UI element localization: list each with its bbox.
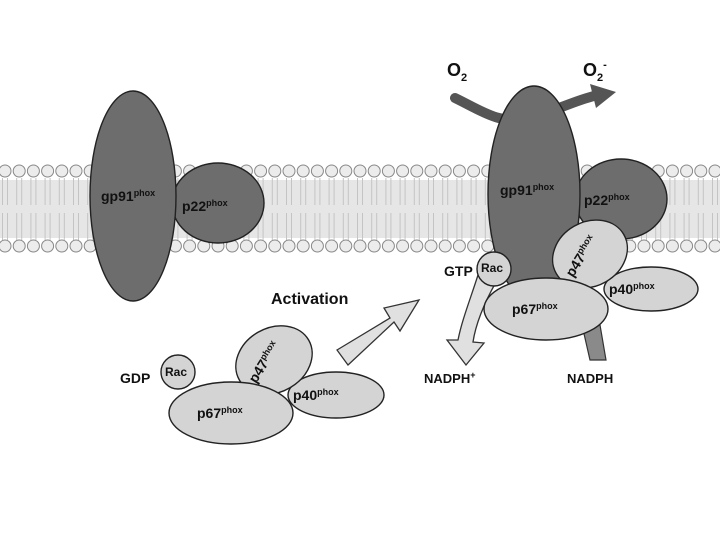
gp91-label-left: gp91phox bbox=[101, 188, 155, 204]
p67-phox-right bbox=[483, 277, 609, 341]
o2-label: O2 bbox=[447, 60, 467, 84]
nadph-label: NADPH bbox=[567, 371, 613, 386]
lipid-head bbox=[396, 164, 410, 178]
p40-label-right: p40phox bbox=[609, 281, 655, 297]
lipid-head bbox=[325, 239, 339, 253]
gtp-label: GTP bbox=[444, 263, 473, 279]
lipid-head bbox=[55, 239, 69, 253]
gp91-label-right: gp91phox bbox=[500, 182, 554, 198]
lipid-head bbox=[438, 164, 452, 178]
lipid-head bbox=[41, 239, 55, 253]
rac-gdp-bound bbox=[160, 354, 196, 390]
p40-phox-cytosolic bbox=[287, 371, 385, 419]
superoxide-label: O2- bbox=[583, 59, 607, 84]
activation-arrow: Activation bbox=[271, 291, 421, 366]
lipid-head bbox=[310, 164, 324, 178]
lipid-head bbox=[310, 239, 324, 253]
lipid-head bbox=[0, 164, 12, 178]
lipid-head bbox=[680, 164, 694, 178]
active-complex: gp91phox p22phox GTP Rac p47phox p67phox… bbox=[424, 59, 699, 386]
p40-label-cytosolic: p40phox bbox=[293, 387, 339, 403]
lipid-head bbox=[410, 164, 424, 178]
lipid-head bbox=[396, 239, 410, 253]
cytosolic-complex: GDP Rac p47phox p67phox p40phox bbox=[120, 325, 385, 445]
p22-label-left: p22phox bbox=[182, 198, 228, 214]
p67-label-cytosolic: p67phox bbox=[197, 405, 243, 421]
lipid-head bbox=[637, 239, 651, 253]
lipid-head bbox=[282, 164, 296, 178]
lipid-head bbox=[694, 239, 708, 253]
lipid-head bbox=[708, 239, 720, 253]
inactive-membrane-complex: gp91phox p22phox bbox=[89, 90, 265, 302]
p67-phox-cytosolic bbox=[168, 381, 294, 445]
lipid-head bbox=[367, 239, 381, 253]
lipid-head bbox=[12, 239, 26, 253]
lipid-head bbox=[680, 239, 694, 253]
lipid-head bbox=[55, 164, 69, 178]
rac-gtp-bound bbox=[476, 251, 512, 287]
p40-phox-right bbox=[603, 266, 699, 312]
lipid-head bbox=[410, 239, 424, 253]
lipid-head bbox=[268, 164, 282, 178]
lipid-head bbox=[254, 164, 268, 178]
lipid-head bbox=[381, 239, 395, 253]
lipid-head bbox=[424, 164, 438, 178]
lipid-head bbox=[452, 164, 466, 178]
lipid-head bbox=[438, 239, 452, 253]
p22-label-right: p22phox bbox=[584, 192, 630, 208]
lipid-head bbox=[424, 239, 438, 253]
lipid-head bbox=[353, 164, 367, 178]
rac-label-right: Rac bbox=[481, 261, 503, 275]
lipid-head bbox=[452, 239, 466, 253]
gdp-label: GDP bbox=[120, 370, 150, 386]
activation-label: Activation bbox=[271, 291, 348, 308]
lipid-head bbox=[339, 239, 353, 253]
lipid-head bbox=[325, 164, 339, 178]
lipid-head bbox=[239, 239, 253, 253]
lipid-head bbox=[467, 164, 481, 178]
nadph-plus-label: NADPH+ bbox=[424, 370, 476, 386]
gp91-phox-left bbox=[89, 90, 177, 302]
lipid-head bbox=[665, 239, 679, 253]
lipid-head bbox=[367, 164, 381, 178]
lipid-head bbox=[694, 164, 708, 178]
lipid-head bbox=[708, 164, 720, 178]
lipid-head bbox=[651, 239, 665, 253]
lipid-head bbox=[41, 164, 55, 178]
lipid-head bbox=[26, 239, 40, 253]
lipid-head bbox=[665, 164, 679, 178]
lipid-head bbox=[183, 239, 197, 253]
lipid-head bbox=[26, 164, 40, 178]
lipid-head bbox=[12, 164, 26, 178]
p47-phox-right bbox=[551, 219, 629, 289]
lipid-head bbox=[69, 239, 83, 253]
lipid-head bbox=[296, 239, 310, 253]
lipid-head bbox=[296, 164, 310, 178]
o2-arrowhead bbox=[590, 84, 616, 108]
rac-label-left: Rac bbox=[165, 365, 187, 379]
lipid-head bbox=[0, 239, 12, 253]
p67-label-right: p67phox bbox=[512, 301, 558, 317]
lipid-head bbox=[467, 239, 481, 253]
lipid-head bbox=[69, 164, 83, 178]
lipid-head bbox=[268, 239, 282, 253]
activation-arrow-shape bbox=[336, 299, 421, 366]
lipid-head bbox=[381, 164, 395, 178]
lipid-head bbox=[282, 239, 296, 253]
lipid-head bbox=[353, 239, 367, 253]
lipid-head bbox=[339, 164, 353, 178]
lipid-head bbox=[254, 239, 268, 253]
p47-phox-cytosolic bbox=[235, 325, 313, 395]
